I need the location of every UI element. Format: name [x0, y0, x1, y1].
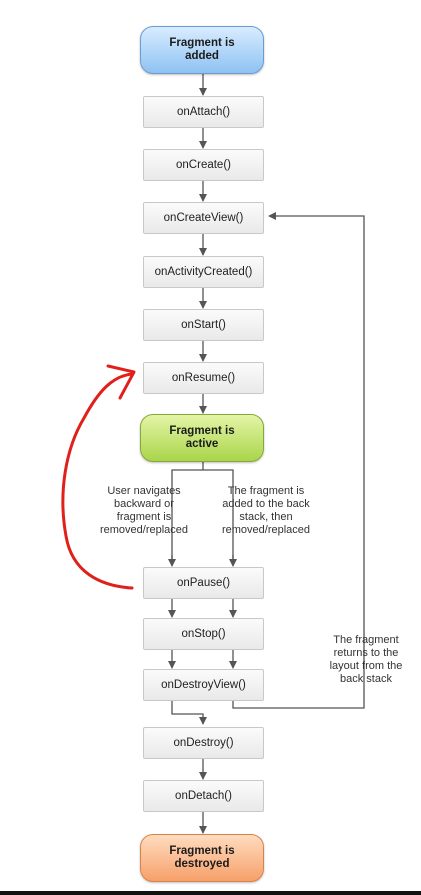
arrow-backstack-return-loop	[232, 212, 365, 709]
callback-on-create-view: onCreateView()	[143, 202, 264, 234]
state-fragment-active: Fragment is active	[140, 414, 264, 462]
state-fragment-destroyed: Fragment is destroyed	[140, 834, 264, 882]
state-fragment-added: Fragment is added	[140, 26, 264, 74]
red-annotation-arrowhead	[106, 364, 136, 400]
callback-on-attach: onAttach()	[143, 96, 264, 128]
callback-on-stop: onStop()	[143, 618, 264, 650]
note-added-to-back-stack: The fragment is added to the back stack,…	[221, 485, 311, 536]
note-returns-to-layout: The fragment returns to the layout from …	[329, 634, 403, 685]
note-user-navigates: User navigates backward or fragment is r…	[99, 485, 189, 536]
arrow-active-fork	[171, 462, 234, 565]
callback-on-start: onStart()	[143, 309, 264, 341]
bottom-border-bar	[0, 891, 421, 895]
callback-on-destroy-view: onDestroyView()	[143, 669, 264, 701]
callback-on-detach: onDetach()	[143, 780, 264, 812]
red-annotation-arrow	[61, 372, 134, 590]
callback-on-resume: onResume()	[143, 362, 264, 394]
callback-on-pause: onPause()	[143, 567, 264, 599]
callback-on-destroy: onDestroy()	[143, 727, 264, 759]
callback-on-activity-created: onActivityCreated()	[143, 256, 264, 288]
arrow-destroyview-to-destroy	[171, 700, 207, 725]
callback-on-create: onCreate()	[143, 149, 264, 181]
